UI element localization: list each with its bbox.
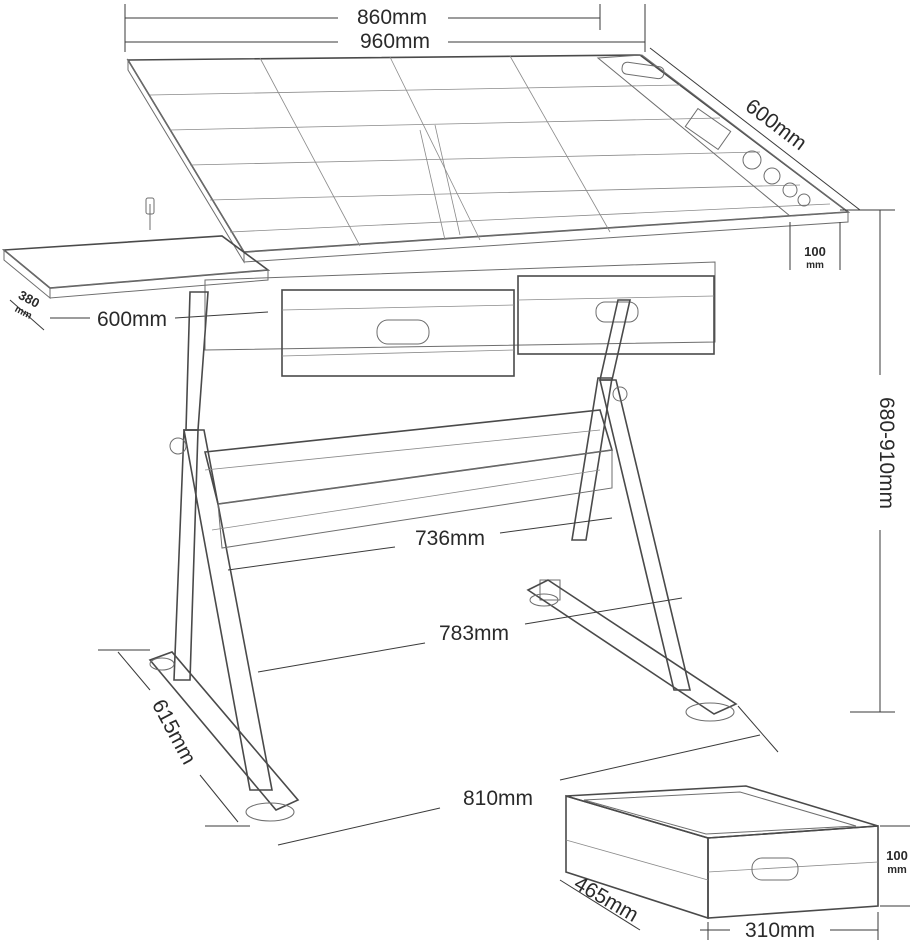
pen-tray xyxy=(596,54,850,217)
side-shelf-length-label: 600mm xyxy=(97,308,167,331)
drawer-height-value: 100 xyxy=(886,848,908,863)
drawer-height-unit: mm xyxy=(887,864,907,876)
side-shelf xyxy=(1,197,271,300)
height-dimension xyxy=(840,209,895,713)
crossbar-dimension xyxy=(227,517,613,571)
side-shelf-dimensions xyxy=(9,299,269,331)
drawing-board xyxy=(126,54,851,264)
base-depth-dimension xyxy=(98,649,250,827)
tray-depth-unit: mm xyxy=(806,260,824,271)
height-range-label: 680-910mm xyxy=(875,397,898,509)
tray-depth-value: 100 xyxy=(804,244,826,259)
base-outer-width-dimension xyxy=(277,705,779,846)
crossbar-length-label: 736mm xyxy=(415,527,485,550)
drawer-dimensions xyxy=(559,825,910,940)
drawer-unit xyxy=(204,261,716,377)
base-depth-label: 615mm xyxy=(147,696,200,769)
drawer-depth-label: 465mm xyxy=(570,872,642,927)
board-inner-width-label: 860mm xyxy=(357,6,427,29)
base-inner-width-label: 783mm xyxy=(439,622,509,645)
drawer-detail xyxy=(565,785,879,920)
tray-depth-dimension xyxy=(789,222,841,270)
board-depth-label: 600mm xyxy=(741,95,811,156)
top-dimension-lines xyxy=(124,4,646,52)
board-depth-dimension-line xyxy=(649,47,861,211)
base-inner-width-dimension xyxy=(257,597,683,673)
base-outer-width-label: 810mm xyxy=(463,787,533,810)
table-frame xyxy=(148,291,738,822)
board-outer-width-label: 960mm xyxy=(360,30,430,53)
drawer-width-label: 310mm xyxy=(745,919,815,942)
